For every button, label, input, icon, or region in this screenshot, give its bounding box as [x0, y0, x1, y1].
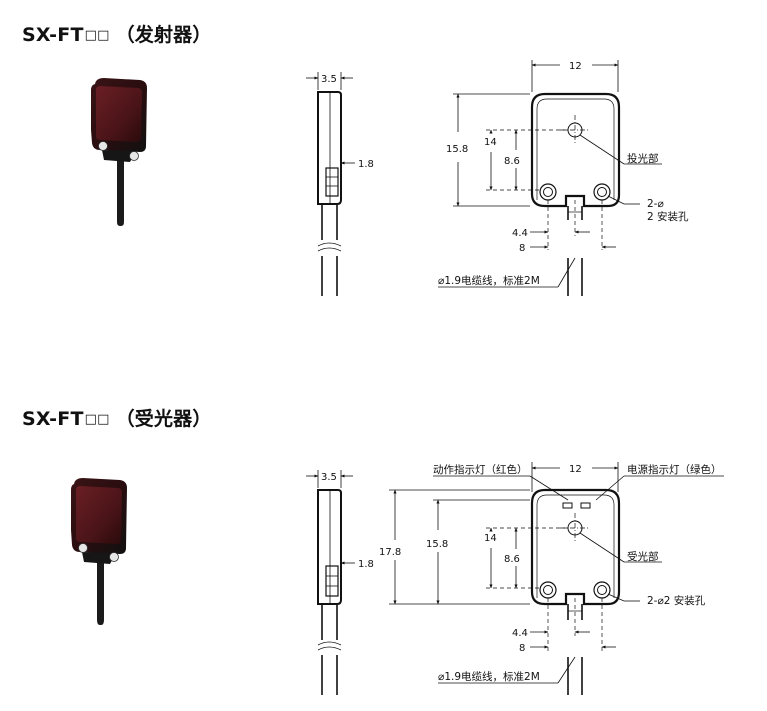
emitter-side-view: 3.5 1.8: [306, 72, 374, 296]
receiver-front-view: 12 动作指示灯（红色） 电源指示灯（绿色）: [379, 462, 724, 695]
holes-callout-line2: 2 安装孔: [647, 210, 689, 223]
section-title-receiver: SX-FT□□ （受光器）: [22, 404, 212, 431]
section-title-emitter: SX-FT□□ （发射器）: [22, 20, 212, 47]
model-label: SX-FT: [22, 408, 84, 430]
power-led-callout: 电源指示灯（绿色）: [627, 463, 722, 476]
hole-spacing-label: 8: [519, 243, 525, 254]
role-label: （发射器）: [115, 24, 212, 46]
hole-half-spacing-label: 4.4: [512, 628, 528, 639]
axis-height-label: 8.6: [504, 156, 520, 167]
emitter-section: 3.5 1.8 12: [91, 60, 689, 296]
width-label: 12: [569, 61, 582, 72]
cable-callout: ⌀1.9电缆线，标准2M: [438, 670, 540, 683]
inner-height-label: 14: [484, 137, 497, 148]
holes-callout-line1: 2-⌀: [647, 198, 664, 210]
lens-callout: 受光部: [627, 550, 659, 563]
action-led-callout: 动作指示灯（红色）: [433, 463, 528, 476]
model-suffix-boxes: □□: [84, 28, 110, 43]
hole-spacing-label: 8: [519, 643, 525, 654]
lens-callout: 投光部: [627, 152, 659, 165]
role-label: （受光器）: [115, 408, 212, 430]
inner-height-label: 14: [484, 533, 497, 544]
height-label: 15.8: [426, 539, 448, 550]
side-depth-label: 3.5: [321, 74, 337, 85]
receiver-side-view: 3.5 1.8: [306, 470, 374, 695]
side-step-label: 1.8: [358, 159, 374, 170]
cable-callout: ⌀1.9电缆线，标准2M: [438, 274, 540, 287]
side-step-label: 1.8: [358, 559, 374, 570]
side-depth-label: 3.5: [321, 472, 337, 483]
receiver-product-photo: [71, 478, 127, 625]
model-label: SX-FT: [22, 24, 84, 46]
receiver-section: 3.5 1.8 12 动作指示灯（红色） 电源指示灯（绿色）: [71, 462, 724, 695]
total-height-label: 17.8: [379, 547, 401, 558]
model-suffix-boxes: □□: [84, 412, 110, 427]
axis-height-label: 8.6: [504, 554, 520, 565]
emitter-front-view: 12 15.8 14: [438, 60, 689, 296]
hole-half-spacing-label: 4.4: [512, 228, 528, 239]
height-label: 15.8: [446, 144, 468, 155]
width-label: 12: [569, 464, 582, 475]
holes-callout: 2-⌀2 安装孔: [647, 594, 706, 607]
emitter-product-photo: [91, 78, 147, 226]
